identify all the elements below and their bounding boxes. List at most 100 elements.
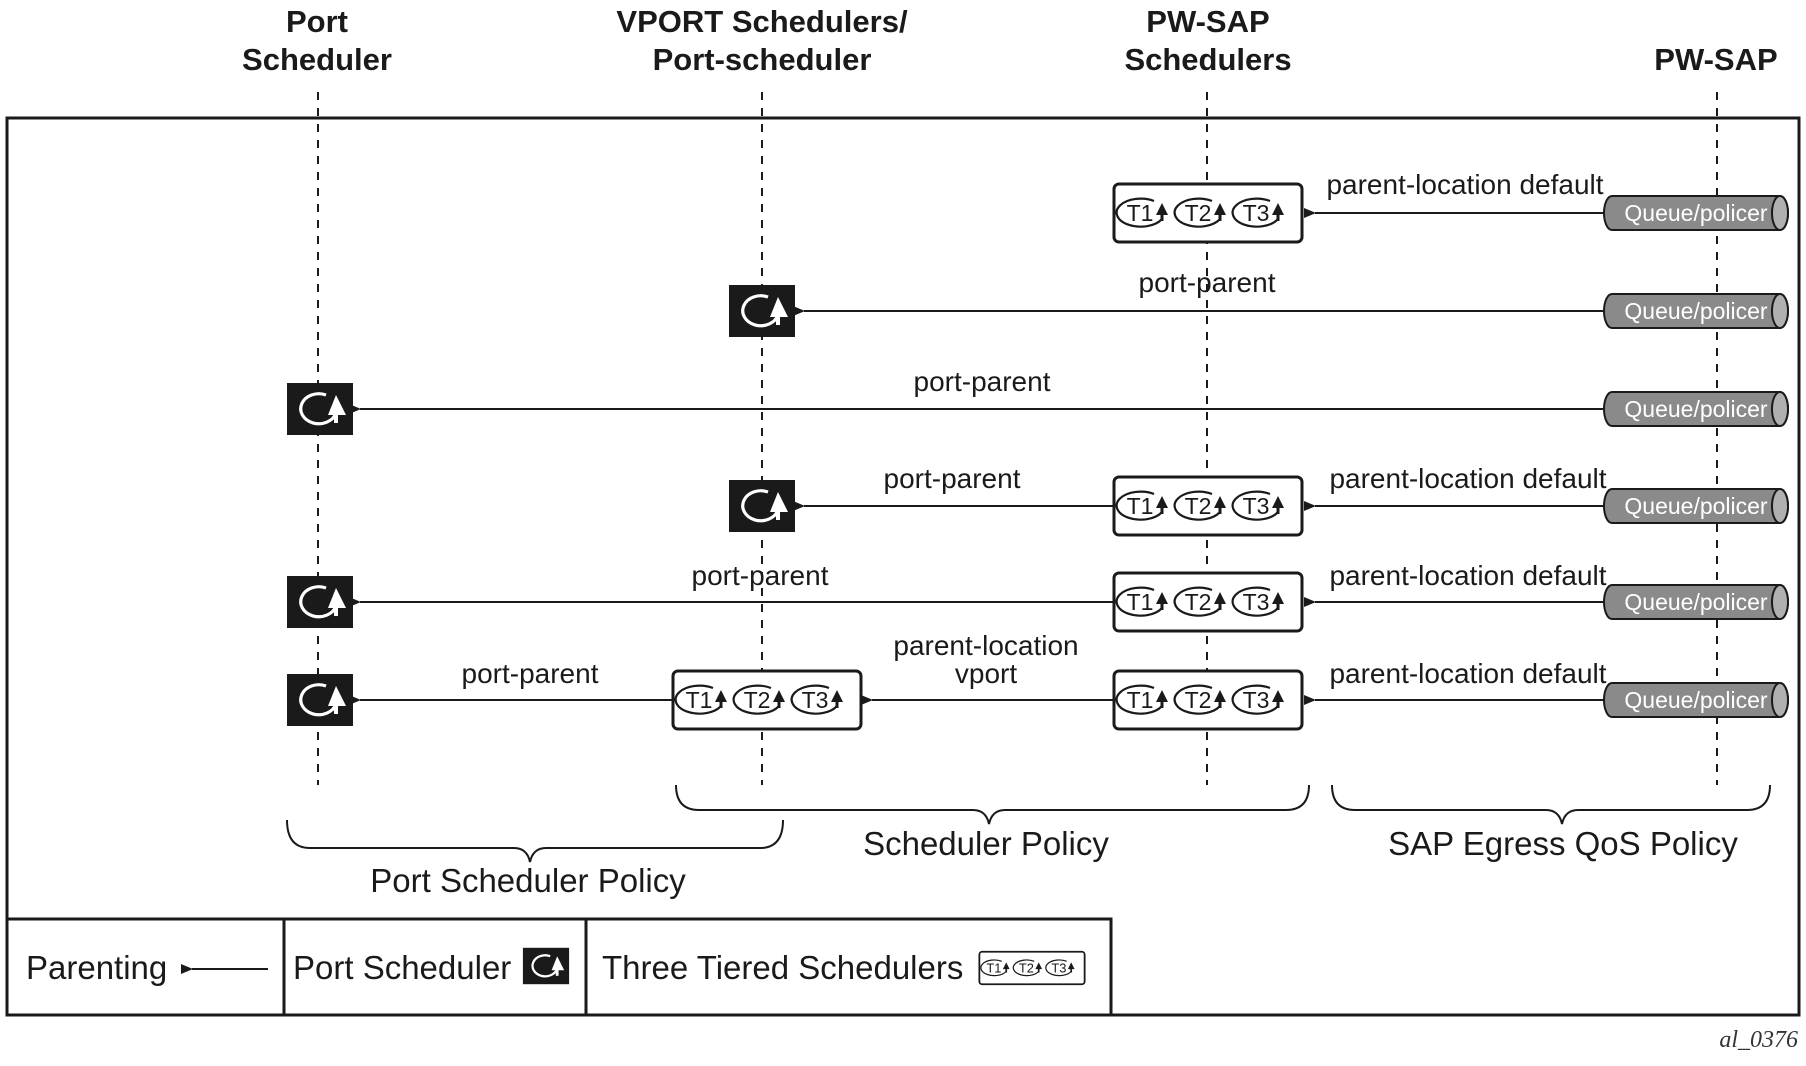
tier-t1-icon: T1 — [1115, 684, 1168, 715]
queue-policer-row3: Queue/policer — [1603, 391, 1789, 427]
tier-arrowhead — [1214, 496, 1226, 508]
tier-arrowhead — [1272, 690, 1284, 702]
queue-label: Queue/policer — [1624, 687, 1768, 713]
queue-policer-row6: Queue/policer — [1603, 682, 1789, 718]
brace-label-scheduler-policy: Scheduler Policy — [863, 825, 1109, 862]
port-scheduler-circular-arrow — [741, 294, 780, 328]
port-scheduler-circular-arrow — [299, 585, 338, 619]
tier-arrowhead — [773, 690, 785, 702]
tier-arrowhead — [1214, 592, 1226, 604]
edge-label-row3: port-parent — [914, 366, 1051, 397]
edge-label-row1: parent-location default — [1326, 169, 1603, 200]
tier-arrowhead — [1156, 203, 1168, 215]
tier-circular-arrow — [1173, 490, 1221, 521]
queue-label: Queue/policer — [1624, 396, 1768, 422]
scheduler-nodes: Queue/policerQueue/policerQueue/policerQ… — [287, 182, 1789, 731]
brace-port-scheduler-policy — [286, 819, 784, 863]
tier-circular-arrow — [1115, 490, 1163, 521]
tier-label: T3 — [1243, 493, 1270, 519]
brace-label-sap-egress-policy: SAP Egress QoS Policy — [1388, 825, 1738, 862]
port-scheduler-arrowhead — [770, 492, 788, 512]
tier-t2-icon: T2 — [1173, 197, 1226, 228]
vport-port-scheduler-icon-row4 — [729, 480, 795, 532]
tier-label: T3 — [1243, 200, 1270, 226]
queue-label: Queue/policer — [1624, 589, 1768, 615]
port-scheduler-arrowhead — [328, 395, 346, 415]
legend-port-scheduler-icon — [522, 947, 570, 985]
header-pwsap-schedulers-line1: PW-SAP — [1146, 4, 1269, 39]
tier-label: T2 — [1185, 200, 1212, 226]
legend: Parenting Port Scheduler Three Tiered Sc… — [5, 917, 1113, 1017]
tier-label: T2 — [1019, 960, 1034, 975]
tier-arrowhead — [1272, 203, 1284, 215]
tier-label: T1 — [986, 960, 1001, 975]
edge-label-row6-b2: vport — [955, 658, 1017, 689]
edge-label-row6-a: parent-location default — [1329, 658, 1606, 689]
tier-circular-arrow — [1231, 684, 1279, 715]
column-headers: Port Scheduler VPORT Schedulers/ Port-sc… — [242, 4, 1778, 77]
queue-label: Queue/policer — [1624, 493, 1768, 519]
tier-circular-arrow — [980, 959, 1007, 977]
tier-circular-arrow — [1115, 586, 1163, 617]
edge-label-row5-a: parent-location default — [1329, 560, 1606, 591]
header-vport-line2: Port-scheduler — [653, 42, 872, 77]
tier-circular-arrow — [1115, 684, 1163, 715]
queue-label: Queue/policer — [1624, 298, 1768, 324]
tier-label: T1 — [1127, 200, 1154, 226]
tier-t3-icon: T3 — [1231, 197, 1284, 228]
tier-arrowhead — [1067, 962, 1075, 970]
tier-label: T1 — [1127, 493, 1154, 519]
tier-arrowhead — [1214, 203, 1226, 215]
port-scheduler-arrowhead — [328, 588, 346, 608]
tier-arrowhead — [1214, 690, 1226, 702]
tier-label: T2 — [1185, 687, 1212, 713]
edge-label-row4-b: port-parent — [884, 463, 1021, 494]
edge-labels: parent-location default port-parent port… — [462, 169, 1607, 689]
figure-reference: al_0376 — [1719, 1027, 1798, 1053]
tier-t2-icon: T2 — [1173, 490, 1226, 521]
brace-label-port-scheduler-policy: Port Scheduler Policy — [370, 862, 686, 899]
port-scheduler-icon-bg — [287, 576, 353, 628]
tier-t3-icon: T3 — [1231, 684, 1284, 715]
tier-arrowhead — [1272, 496, 1284, 508]
port-scheduler-circular-arrow — [299, 392, 338, 426]
tier-label: T2 — [744, 687, 771, 713]
tier-label: T3 — [802, 687, 829, 713]
parenting-arrows — [349, 208, 1610, 705]
tier-arrowhead — [831, 690, 843, 702]
legend-box — [5, 917, 1113, 1017]
tier-circular-arrow — [1231, 197, 1279, 228]
port-scheduler-icon-bg — [729, 285, 795, 337]
header-vport-line1: VPORT Schedulers/ — [616, 4, 908, 39]
tier-t2-icon: T2 — [1173, 684, 1226, 715]
tier-circular-arrow — [1173, 586, 1221, 617]
tier-circular-arrow — [1012, 959, 1040, 977]
tier-t1-icon: T1 — [1115, 197, 1168, 228]
port-scheduler-circular-arrow — [299, 683, 338, 717]
legend-port-scheduler-label: Port Scheduler — [293, 949, 511, 986]
tier-label: T1 — [1127, 687, 1154, 713]
queue-cylinder-end — [1771, 488, 1789, 524]
brace-scheduler-policy — [675, 784, 1310, 825]
tier-circular-arrow — [1173, 684, 1221, 715]
tier-label: T3 — [1243, 687, 1270, 713]
tier-t2-icon: T2 — [1173, 586, 1226, 617]
tier-circular-arrow — [1231, 490, 1279, 521]
edge-label-row2: port-parent — [1139, 267, 1276, 298]
queue-cylinder-end — [1771, 391, 1789, 427]
tier-t1-icon: T1 — [1115, 586, 1168, 617]
tier-circular-arrow — [1173, 197, 1221, 228]
tier-arrowhead — [1156, 496, 1168, 508]
tier-circular-arrow — [1045, 959, 1072, 977]
tier-arrowhead — [1035, 962, 1043, 970]
queue-policer-row2: Queue/policer — [1603, 293, 1789, 329]
pwsap-tiered-scheduler-2: T1 T2 T3 — [1112, 475, 1304, 537]
queue-cylinder-end — [1771, 584, 1789, 620]
queue-cylinder-end — [1771, 195, 1789, 231]
port-scheduler-arrowhead — [328, 686, 346, 706]
queue-cylinder-end — [1771, 682, 1789, 718]
tier-arrowhead — [1272, 592, 1284, 604]
tier-t2-icon: T2 — [732, 684, 785, 715]
